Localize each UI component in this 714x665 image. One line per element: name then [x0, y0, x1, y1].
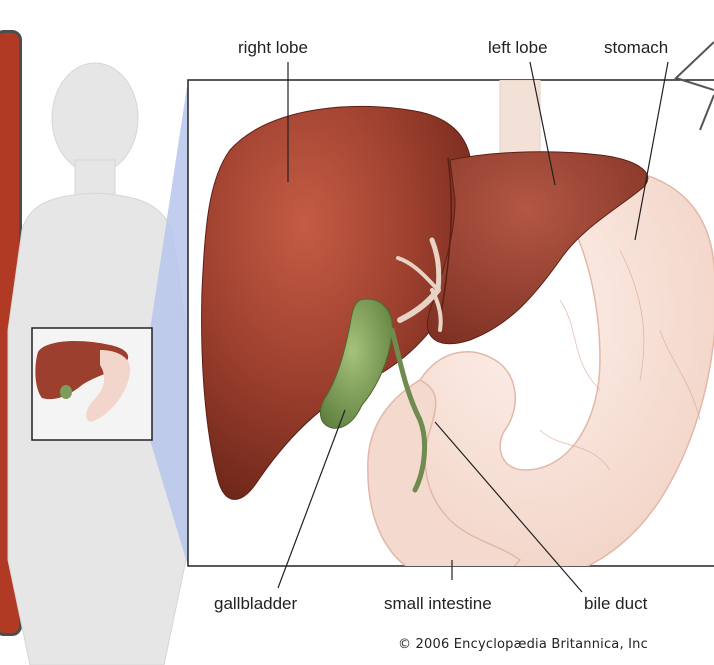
- copyright-credit: © 2006 Encyclopædia Britannica, Inc: [398, 637, 648, 652]
- label-bile-duct: bile duct: [584, 594, 647, 614]
- thumbnail-box: [32, 328, 152, 440]
- label-small-intestine: small intestine: [384, 594, 492, 614]
- label-left-lobe: left lobe: [488, 38, 548, 58]
- label-gallbladder: gallbladder: [214, 594, 297, 614]
- label-stomach: stomach: [604, 38, 668, 58]
- label-right-lobe: right lobe: [238, 38, 308, 58]
